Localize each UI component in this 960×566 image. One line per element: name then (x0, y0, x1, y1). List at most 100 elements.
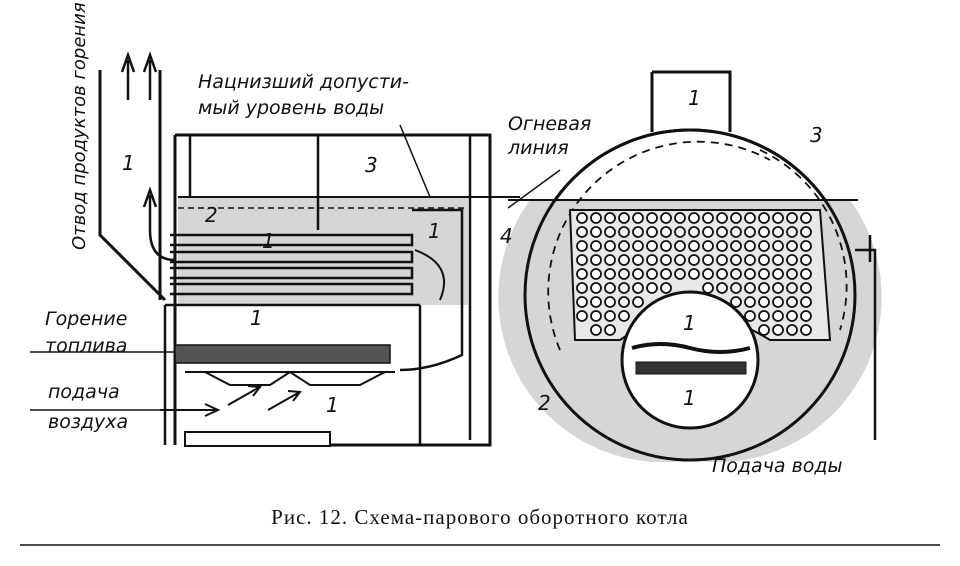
label-air-supply: подача (48, 381, 120, 403)
tube-hole (590, 268, 602, 280)
tube-hole (604, 324, 616, 336)
tube-hole (730, 212, 742, 224)
tube-hole (786, 254, 798, 266)
num-3-right: 3 (810, 123, 823, 147)
figure-caption: Рис. 12. Схема-парового оборотного котла (271, 505, 689, 529)
label-combustion-2: топлива (45, 335, 127, 357)
tube-hole (786, 226, 798, 238)
tube-hole (800, 226, 812, 238)
air-arrow (160, 403, 221, 417)
tube-hole (730, 268, 742, 280)
flue-duct (98, 70, 167, 302)
tube-hole (702, 240, 714, 252)
tube-hole (660, 240, 672, 252)
tube-hole (646, 226, 658, 238)
num-4: 4 (500, 224, 513, 248)
tube-hole (702, 212, 714, 224)
tube-hole (590, 310, 602, 322)
tube-hole (618, 296, 630, 308)
tube-hole (688, 212, 700, 224)
tube-hole (590, 282, 602, 294)
tube-hole (618, 282, 630, 294)
tube-hole (660, 226, 672, 238)
tube-hole (772, 282, 784, 294)
tube-hole (758, 324, 770, 336)
tube-hole (660, 282, 672, 294)
tube-hole (674, 212, 686, 224)
num-1-tubes: 1 (262, 229, 275, 253)
tube-hole (772, 212, 784, 224)
tube-hole (674, 226, 686, 238)
tube-hole (786, 268, 798, 280)
tube-hole (660, 268, 672, 280)
tube-hole (590, 240, 602, 252)
tube-hole (786, 324, 798, 336)
side-section (30, 51, 561, 447)
tube-hole (646, 254, 658, 266)
tube-hole (772, 324, 784, 336)
tube-hole (800, 282, 812, 294)
tube-hole (618, 212, 630, 224)
tube-hole (604, 226, 616, 238)
grate-bar (635, 361, 747, 375)
tube-hole (744, 226, 756, 238)
tube-hole (702, 254, 714, 266)
air-arrow (267, 390, 302, 411)
num-3-steam: 3 (365, 153, 378, 177)
tube-hole (800, 268, 812, 280)
tube-hole (716, 268, 728, 280)
tube-hole (604, 240, 616, 252)
num-1-flue: 1 (122, 151, 135, 175)
tube-hole (688, 240, 700, 252)
leader-level (399, 124, 431, 198)
tube-hole (744, 240, 756, 252)
label-lowest-level: Нацнизший допусти- (198, 71, 409, 93)
tube-hole (590, 296, 602, 308)
tube-hole (674, 240, 686, 252)
tube-hole (758, 310, 770, 322)
num-1-chamber: 1 (428, 219, 441, 243)
tube-hole (730, 282, 742, 294)
tube-hole (674, 254, 686, 266)
tube-hole (688, 268, 700, 280)
tube-hole (744, 268, 756, 280)
tube-hole (772, 268, 784, 280)
tube-hole (758, 268, 770, 280)
furnace-circle (620, 290, 760, 430)
tube-hole (786, 310, 798, 322)
tube-hole (744, 310, 756, 322)
tube-hole (604, 310, 616, 322)
num-2-right: 2 (538, 391, 551, 415)
tube-hole (576, 296, 588, 308)
tube-hole (618, 226, 630, 238)
tube-hole (730, 226, 742, 238)
label-fire-line: Огневая (508, 113, 591, 135)
tube-hole (702, 268, 714, 280)
tube-hole (590, 212, 602, 224)
tube-hole (744, 296, 756, 308)
tube-hole (604, 296, 616, 308)
label-lowest-level-2: мый уровень воды (198, 97, 384, 119)
tube-hole (632, 226, 644, 238)
tube-hole (800, 296, 812, 308)
tube-hole (772, 226, 784, 238)
num-2-water: 2 (205, 203, 218, 227)
tube-hole (632, 296, 644, 308)
tube-hole (646, 212, 658, 224)
tube-hole (632, 212, 644, 224)
num-1-furnace-right: 1 (683, 311, 696, 335)
tube-hole (632, 268, 644, 280)
tube-hole (730, 296, 742, 308)
num-1-air: 1 (326, 393, 339, 417)
tube-hole (800, 254, 812, 266)
tube-hole (702, 282, 714, 294)
tube-hole (772, 240, 784, 252)
tube-hole (590, 324, 602, 336)
tube-hole (604, 282, 616, 294)
tube-hole (660, 254, 672, 266)
tube-hole (646, 240, 658, 252)
tube-array (576, 212, 812, 336)
tube-hole (758, 226, 770, 238)
tube-hole (716, 282, 728, 294)
